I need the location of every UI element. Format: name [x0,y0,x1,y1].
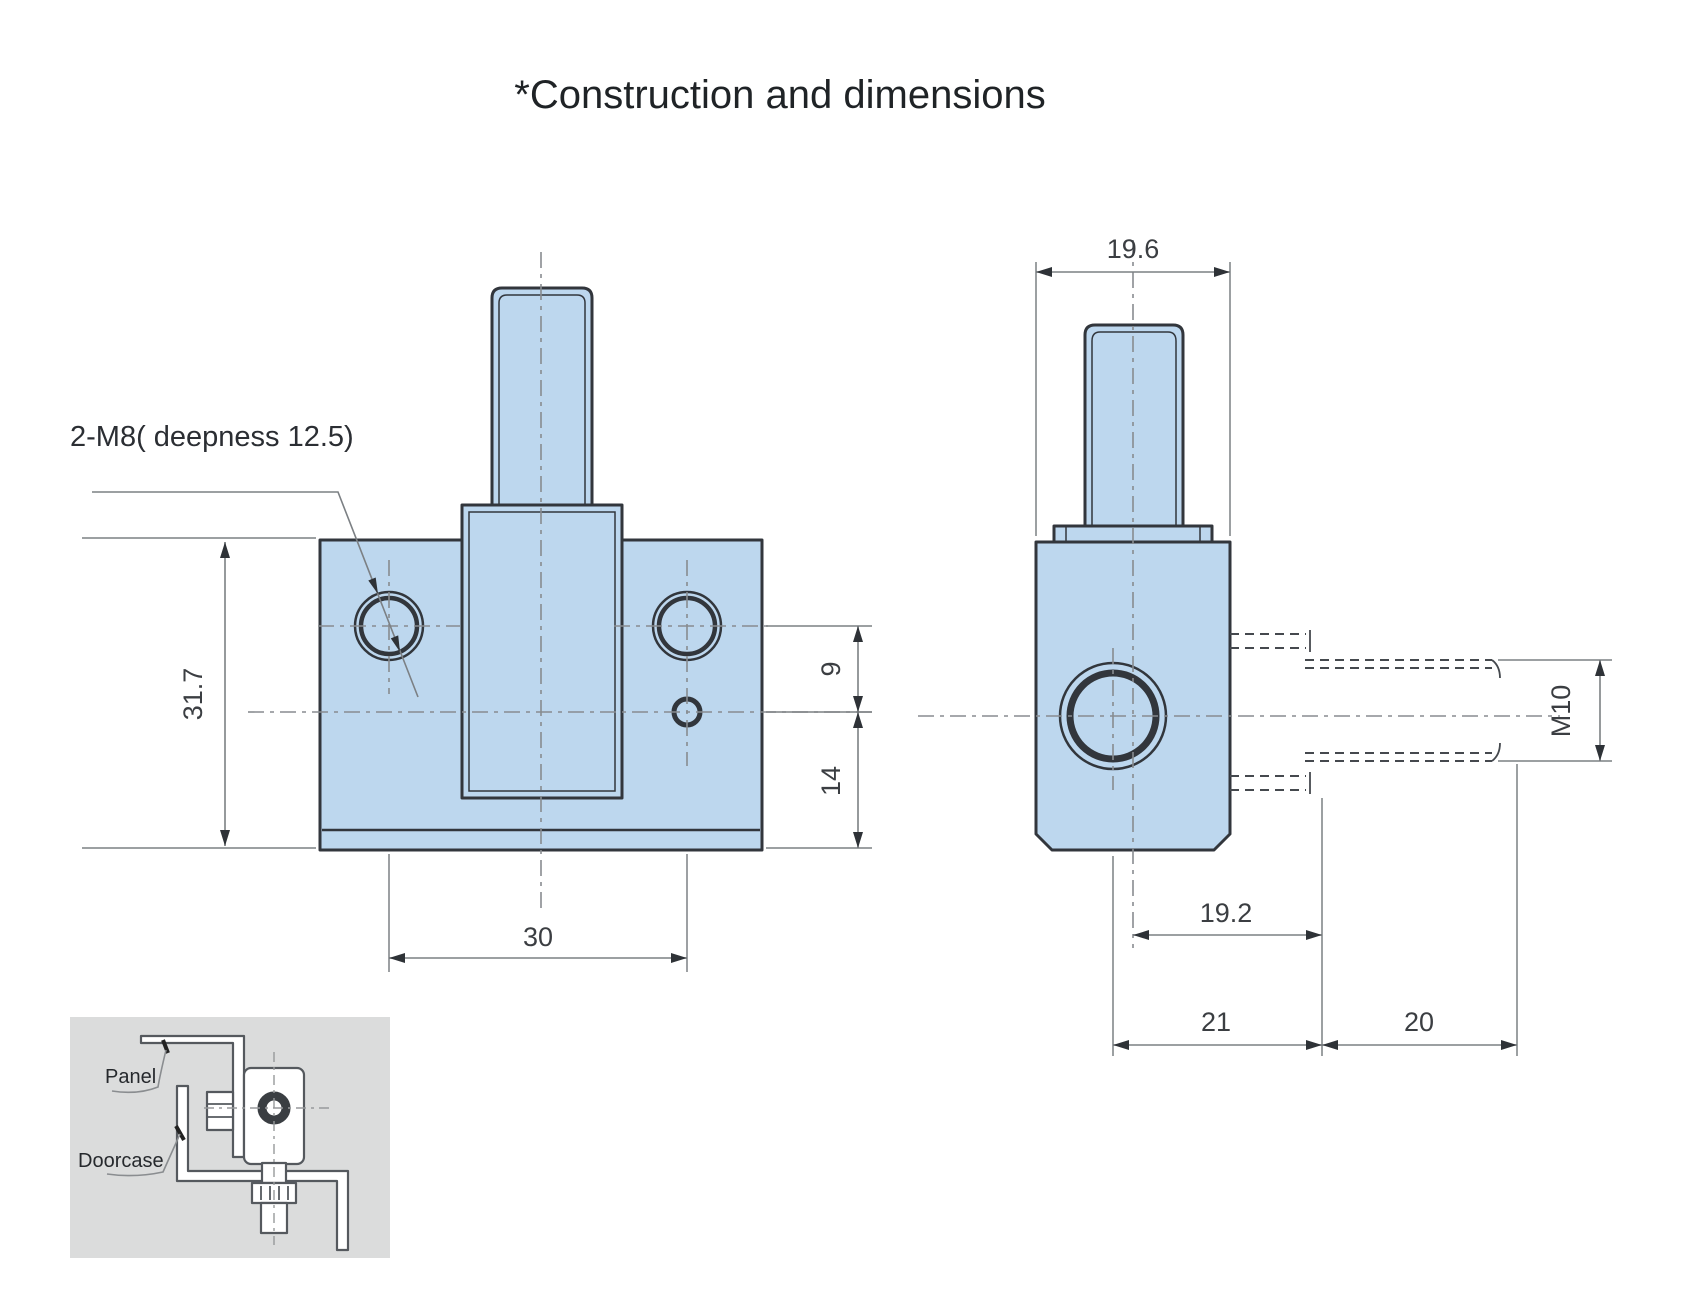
front-view: 31.7 9 14 30 2-M8( deepness 12.5) [70,252,878,972]
page-title: *Construction and dimensions [514,73,1045,117]
dim-width-label: 19.6 [1107,234,1160,264]
dim-offset-upper-label: 9 [816,661,846,676]
dim-height-label: 31.7 [178,668,208,721]
inset-panel-sheet [139,1034,246,1159]
front-boss [460,503,624,800]
dim-hole-spacing-label: 30 [523,922,553,952]
mounting-inset: Panel Doorcase [70,1017,390,1258]
inset-doorcase-sheet [175,1084,350,1252]
dim-center-to-thread-label: 19.2 [1200,898,1253,928]
inset-bolt-head [205,1090,235,1132]
side-view: 19.6 M10 19.2 21 20 [918,234,1612,1056]
doorcase-label: Doorcase [78,1150,164,1172]
front-pin [490,286,594,508]
panel-label: Panel [105,1066,156,1088]
side-pin [1083,323,1185,529]
thread-note-label: 2-M8( deepness 12.5) [70,421,354,453]
dim-hole-to-thread-label: 21 [1201,1007,1231,1037]
thread-size-label: M10 [1546,685,1576,738]
dim-offset-lower-label: 14 [816,766,846,796]
dim-thread-length-label: 20 [1404,1007,1434,1037]
